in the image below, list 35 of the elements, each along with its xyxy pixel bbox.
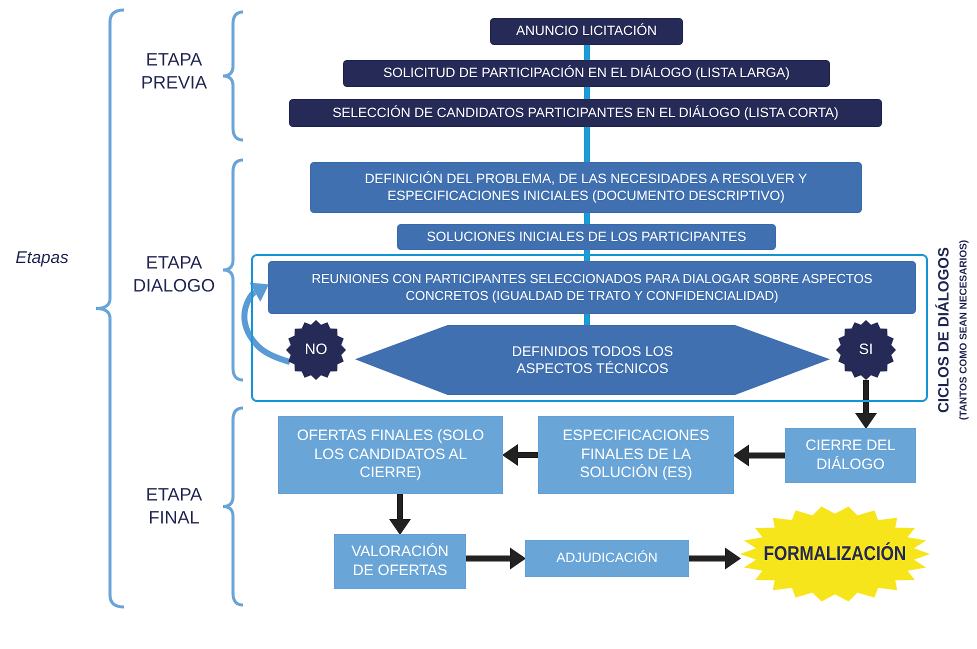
arrow — [855, 380, 877, 429]
process-box: DEFINICIÓN DEL PROBLEMA, DE LAS NECESIDADES A RESOLVER Y ESPECIFICACIONES INICIALES (DOCUMENTO DESCRIPTIVO) — [310, 162, 862, 213]
process-box: ESPECIFICACIONES FINALES DE LA SOLUCIÓN (ES) — [538, 416, 734, 494]
process-box: SELECCIÓN DE CANDIDATOS PARTICIPANTES EN EL DIÁLOGO (LISTA CORTA) — [289, 99, 882, 127]
arrow — [389, 494, 411, 535]
process-box: ANUNCIO LICITACIÓN — [490, 18, 683, 45]
process-box: OFERTAS FINALES (SOLO LOS CANDIDATOS AL CIERRE) — [278, 416, 503, 494]
stage-label: ETAPA PREVIA — [140, 48, 208, 95]
decision-badge: SI — [836, 320, 896, 380]
arrow — [502, 444, 538, 466]
process-box: VALORACIÓN DE OFERTAS — [334, 534, 466, 589]
stage-label: ETAPA FINAL — [144, 484, 204, 530]
process-box: SOLUCIONES INICIALES DE LOS PARTICIPANTES — [397, 224, 776, 250]
decision-diamond: DEFINIDOS TODOS LOS ASPECTOS TÉCNICOS — [355, 325, 830, 395]
stage-group-label: Etapas — [16, 248, 68, 268]
cycle-note: (TANTOS COMO SEAN NECESARIOS) — [958, 240, 970, 420]
process-box: SOLICITUD DE PARTICIPACIÓN EN EL DIÁLOGO (LISTA LARGA) — [343, 60, 830, 87]
stage-label: ETAPA DIALOGO — [132, 252, 216, 298]
connector-line — [584, 45, 590, 60]
connector-line — [584, 87, 590, 99]
cycle-frame — [251, 254, 928, 402]
connector-line — [584, 127, 590, 162]
process-box: CIERRE DEL DIÁLOGO — [785, 428, 916, 483]
arrow — [241, 282, 291, 365]
highlight-starburst: FORMALIZACIÓN — [740, 506, 930, 602]
connector-line — [584, 213, 590, 224]
process-box: ADJUDICACIÓN — [525, 540, 689, 577]
process-box: REUNIONES CON PARTICIPANTES SELECCIONADOS PARA DIALOGAR SOBRE ASPECTOS CONCRETOS (IGUALDAD DE TRATO Y CONFIDENCIALIDAD) — [268, 261, 916, 314]
arrow — [466, 548, 526, 570]
cycle-label: CICLOS DE DIÁLOGOS — [936, 247, 952, 413]
decision-badge: NO — [286, 320, 346, 380]
arrow — [689, 548, 741, 570]
connector-line — [584, 250, 590, 261]
connector-line — [584, 314, 590, 325]
arrow — [733, 444, 785, 466]
